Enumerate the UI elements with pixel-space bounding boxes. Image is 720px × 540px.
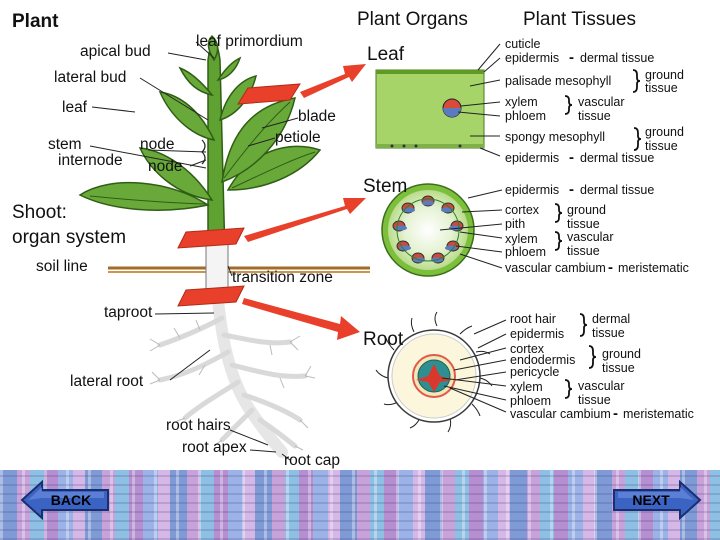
- left-arrow-icon: [20, 480, 109, 520]
- leaf-dash-2: -: [569, 149, 574, 166]
- leaf-vascular-a: vascular: [578, 95, 625, 109]
- leaf-section-graphic: [375, 43, 501, 157]
- label-leaf-primordium: leaf primordium: [196, 33, 303, 50]
- leaf-epidermis-bottom: epidermis: [505, 151, 560, 165]
- root-system: [157, 294, 308, 458]
- plant-illustration: [78, 34, 370, 461]
- label-soil-line: soil line: [36, 258, 88, 275]
- leaf-ground-1a: ground: [645, 68, 684, 82]
- stem-epidermis: epidermis: [505, 183, 560, 197]
- stem-vascular-a: vascular: [567, 230, 614, 244]
- root-cortex: cortex: [510, 342, 545, 356]
- leaf-ground-1b: tissue: [645, 81, 678, 95]
- root-meristematic: meristematic: [623, 407, 694, 421]
- decorative-footer-band: [0, 470, 720, 540]
- label-stem: stem: [48, 136, 82, 153]
- stem-cortex: cortex: [505, 203, 540, 217]
- root-endodermis: endodermis: [510, 353, 576, 367]
- root-phloem: phloem: [510, 394, 551, 408]
- label-petiole: petiole: [275, 129, 321, 146]
- root-dermal-b: tissue: [592, 326, 625, 340]
- label-internode: internode: [58, 152, 123, 169]
- stem-dash-1: -: [569, 181, 574, 198]
- stem-dash-2: -: [608, 259, 613, 276]
- plant-diagram: [78, 34, 642, 461]
- root-xylem: xylem: [510, 380, 543, 394]
- section-arrows: [242, 64, 366, 340]
- stem-ground-a: ground: [567, 203, 606, 217]
- label-node-lower: node: [148, 158, 183, 175]
- organ-stem-label: Stem: [363, 176, 408, 197]
- root-ground-b: tissue: [602, 361, 635, 375]
- stem-xylem: xylem: [505, 232, 538, 246]
- stem-section-graphic: [381, 183, 503, 277]
- stem-meristematic: meristematic: [618, 261, 689, 275]
- root-dash: -: [613, 405, 618, 422]
- label-transition-zone: transition zone: [232, 269, 333, 286]
- leaf-epidermis-top: epidermis: [505, 51, 560, 65]
- stem-dermal: dermal tissue: [580, 183, 655, 197]
- root-pericycle: pericycle: [510, 365, 560, 379]
- label-taproot: taproot: [104, 304, 153, 321]
- organ-leaf-label: Leaf: [367, 44, 404, 65]
- label-lateral-bud: lateral bud: [54, 69, 127, 86]
- plant-tissues-heading: Plant Tissues: [523, 9, 636, 30]
- leaf-vascular-b: tissue: [578, 109, 611, 123]
- label-apical-bud: apical bud: [80, 43, 151, 60]
- next-button-label: NEXT: [632, 492, 670, 508]
- label-leaf: leaf: [62, 99, 87, 116]
- tissue-braces: [554, 69, 642, 399]
- stem-vascular-b: tissue: [567, 244, 600, 258]
- leaf-ground-2b: tissue: [645, 139, 678, 153]
- root-vascular-a: vascular: [578, 379, 625, 393]
- organ-root-label: Root: [363, 329, 404, 350]
- shoot-label: Shoot:: [12, 202, 67, 223]
- root-dermal-a: dermal: [592, 312, 631, 326]
- stem-phloem: phloem: [505, 245, 546, 259]
- label-blade: blade: [298, 108, 336, 125]
- root-epidermis: epidermis: [510, 327, 565, 341]
- root-root-hair: root hair: [510, 312, 556, 326]
- organ-system-label: organ system: [12, 227, 127, 248]
- stem-cambium: vascular cambium: [505, 261, 606, 275]
- stem-pith: pith: [505, 217, 526, 231]
- next-button[interactable]: NEXT: [610, 480, 702, 520]
- label-root-hairs: root hairs: [166, 417, 231, 434]
- label-lateral-root: lateral root: [70, 373, 144, 390]
- section-planes: [177, 83, 301, 307]
- right-arrow-icon: [613, 480, 702, 520]
- label-root-apex: root apex: [182, 439, 247, 456]
- root-cambium: vascular cambium: [510, 407, 611, 421]
- leaf-dash-1: -: [569, 49, 574, 66]
- fine-root-hairs: [149, 319, 316, 451]
- label-node-upper: node: [140, 136, 175, 153]
- back-button-label: BACK: [50, 492, 92, 508]
- leaf-dermal-top: dermal tissue: [580, 51, 655, 65]
- leaf-xylem: xylem: [505, 95, 538, 109]
- leaves: [78, 34, 322, 211]
- leaf-phloem: phloem: [505, 109, 546, 123]
- root-vascular-b: tissue: [578, 393, 611, 407]
- label-root-cap: root cap: [284, 452, 341, 469]
- root-section-graphic: [375, 311, 507, 433]
- plant-title: Plant: [12, 11, 59, 32]
- leaf-dermal-bottom: dermal tissue: [580, 151, 655, 165]
- stem-ground-b: tissue: [567, 217, 600, 231]
- leaf-palisade: palisade mesophyll: [505, 74, 612, 88]
- back-button[interactable]: BACK: [20, 480, 112, 520]
- root-ground-a: ground: [602, 347, 641, 361]
- leaf-cuticle: cuticle: [505, 37, 541, 51]
- leaf-ground-2a: ground: [645, 125, 684, 139]
- leaf-spongy: spongy mesophyll: [505, 130, 606, 144]
- plant-organs-heading: Plant Organs: [357, 9, 468, 30]
